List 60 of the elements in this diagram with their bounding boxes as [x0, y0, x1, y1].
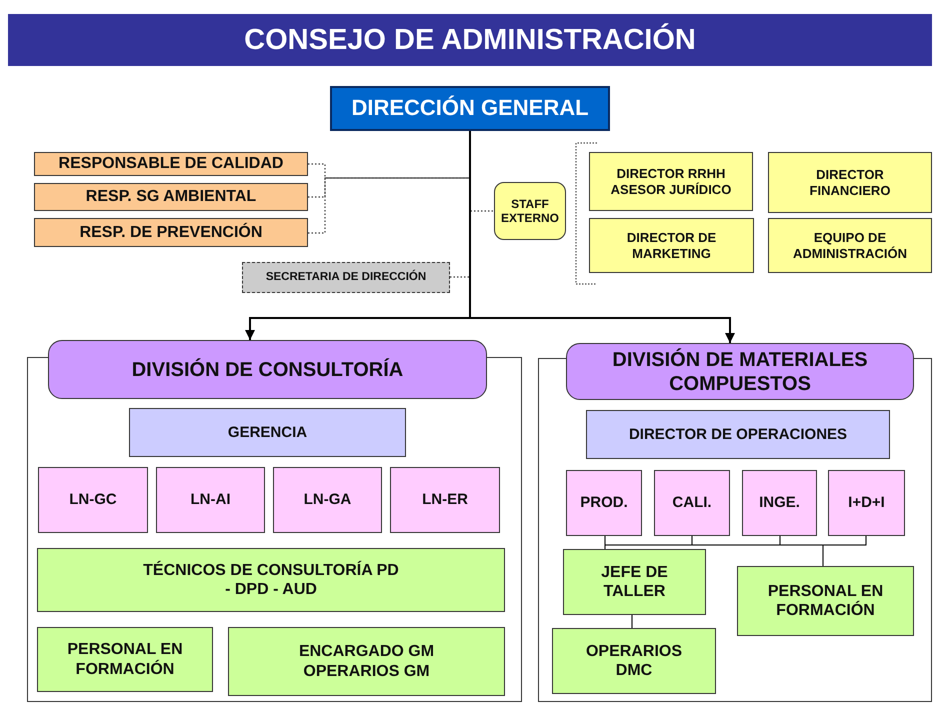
- unit-box: [273, 467, 382, 533]
- box-label: RESP. DE PREVENCIÓN: [80, 222, 262, 242]
- unit-box: [566, 470, 642, 536]
- box-label: SECRETARIA DE DIRECCIÓN: [264, 270, 428, 284]
- box-label: CALI.: [672, 494, 712, 512]
- staff-group-box: [552, 628, 716, 694]
- box-label: OPERARIOS DMC: [584, 642, 683, 680]
- box-label: DIRECTOR DE OPERACIONES: [628, 426, 848, 444]
- box-label: STAFF EXTERNO: [500, 196, 560, 226]
- division-frame: [27, 357, 522, 702]
- role-box: [34, 152, 308, 176]
- connector-line: [822, 536, 866, 566]
- box-label: JEFE DE TALLER: [600, 562, 669, 602]
- unit-box: [390, 467, 500, 533]
- role-box: [34, 183, 308, 211]
- role-box: [768, 218, 932, 273]
- director-box: [330, 86, 610, 131]
- staff-group-box: [228, 627, 505, 696]
- box-label: EQUIPO DE ADMINISTRACIÓN: [792, 230, 908, 262]
- box-label: RESPONSABLE DE CALIDAD: [58, 154, 284, 174]
- box-label: DIVISIÓN DE MATERIALES COMPUESTOS: [611, 348, 869, 396]
- staff-group-box: [37, 548, 505, 612]
- box-label: LN-AI: [190, 491, 230, 509]
- box-label: DIRECCIÓN GENERAL: [351, 95, 589, 122]
- box-label: LN-ER: [422, 491, 468, 509]
- box-label: PERSONAL EN FORMACIÓN: [766, 582, 884, 620]
- box-label: PROD.: [580, 494, 628, 512]
- role-box: [589, 152, 753, 211]
- title-text: CONSEJO DE ADMINISTRACIÓN: [244, 22, 696, 58]
- title-band: [8, 14, 932, 66]
- unit-box: [742, 470, 817, 536]
- role-box: [589, 218, 754, 273]
- staff-group-box: [563, 549, 706, 615]
- box-label: DIRECTOR DE MARKETING: [626, 230, 718, 262]
- manager-box: [129, 408, 406, 457]
- box-label: RESP. SG AMBIENTAL: [86, 187, 256, 207]
- role-box: [768, 152, 932, 213]
- box-label: TÉCNICOS DE CONSULTORÍA PD - DPD - AUD: [142, 560, 400, 600]
- unit-box: [156, 467, 265, 533]
- box-label: LN-GA: [304, 491, 352, 509]
- box-label: LN-GC: [69, 491, 117, 509]
- box-label: DIVISIÓN DE CONSULTORÍA: [132, 358, 404, 382]
- division-header: [566, 343, 914, 400]
- box-label: INGE.: [759, 494, 800, 512]
- division-header: [48, 340, 487, 399]
- box-label: DIRECTOR RRHH ASESOR JURÍDICO: [610, 166, 732, 198]
- box-label: GERENCIA: [228, 424, 308, 442]
- staff-group-box: [37, 627, 213, 692]
- unit-box: [654, 470, 730, 536]
- box-label: PERSONAL EN FORMACIÓN: [66, 640, 184, 679]
- box-label: DIRECTOR FINANCIERO: [808, 166, 892, 198]
- unit-box: [38, 467, 148, 533]
- role-box: [242, 262, 450, 293]
- box-label: I+D+I: [848, 494, 885, 512]
- manager-box: [586, 410, 890, 459]
- staff-group-box: [737, 566, 914, 636]
- role-box: [34, 218, 308, 247]
- unit-box: [828, 470, 905, 536]
- box-label: ENCARGADO GM OPERARIOS GM: [298, 642, 436, 681]
- staff-box: [494, 182, 566, 240]
